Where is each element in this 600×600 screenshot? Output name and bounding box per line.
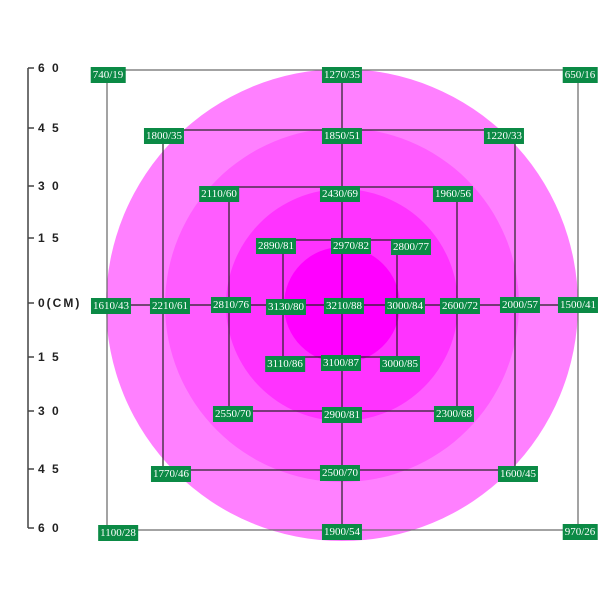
measurement-label: 2430/69	[319, 186, 361, 202]
measurement-label: 2800/77	[390, 239, 432, 255]
y-axis-tick-label: 3 0	[38, 404, 61, 418]
y-axis-tick-label: 1 5	[38, 350, 61, 364]
measurement-label: 3000/84	[384, 298, 426, 314]
measurement-label: 1220/33	[483, 128, 525, 144]
measurement-label: 1770/46	[150, 466, 192, 482]
measurement-label: 3000/85	[379, 356, 421, 372]
measurement-label: 2000/57	[499, 297, 541, 313]
measurement-label: 2890/81	[255, 238, 297, 254]
measurement-label: 3130/80	[265, 299, 307, 315]
measurement-label: 1270/35	[321, 67, 363, 83]
measurement-label: 2900/81	[321, 407, 363, 423]
y-axis-tick-label: 4 5	[38, 121, 61, 135]
measurement-label: 2810/76	[210, 297, 252, 313]
measurement-label: 2500/70	[319, 465, 361, 481]
measurement-label: 1900/54	[321, 524, 363, 540]
y-axis-tick-label: 3 0	[38, 179, 61, 193]
y-axis-tick-label: 1 5	[38, 231, 61, 245]
measurement-label: 740/19	[90, 67, 126, 83]
y-axis-tick-label: 0(CM)	[38, 296, 82, 310]
measurement-label: 2210/61	[149, 298, 191, 314]
measurement-label: 3110/86	[265, 356, 305, 372]
measurement-label: 3210/88	[323, 298, 365, 314]
measurement-label: 2300/68	[433, 406, 475, 422]
measurement-label: 1850/51	[321, 128, 363, 144]
measurement-label: 650/16	[562, 67, 598, 83]
measurement-label: 2550/70	[212, 406, 254, 422]
y-axis	[27, 67, 34, 529]
measurement-label: 1600/45	[497, 466, 539, 482]
measurement-label: 970/26	[562, 524, 598, 540]
y-axis-tick-label: 6 0	[38, 61, 61, 75]
measurement-label: 1800/35	[143, 128, 185, 144]
measurement-label: 2970/82	[330, 238, 372, 254]
measurement-label: 2110/60	[199, 186, 239, 202]
measurement-label: 1100/28	[98, 525, 138, 541]
y-axis-tick-label: 6 0	[38, 521, 61, 535]
measurement-label: 1610/43	[90, 298, 132, 314]
measurement-label: 1500/41	[557, 297, 599, 313]
y-axis-tick-label: 4 5	[38, 462, 61, 476]
measurement-label: 2600/72	[439, 298, 481, 314]
measurement-label: 3100/87	[320, 355, 362, 371]
measurement-label: 1960/56	[432, 186, 474, 202]
